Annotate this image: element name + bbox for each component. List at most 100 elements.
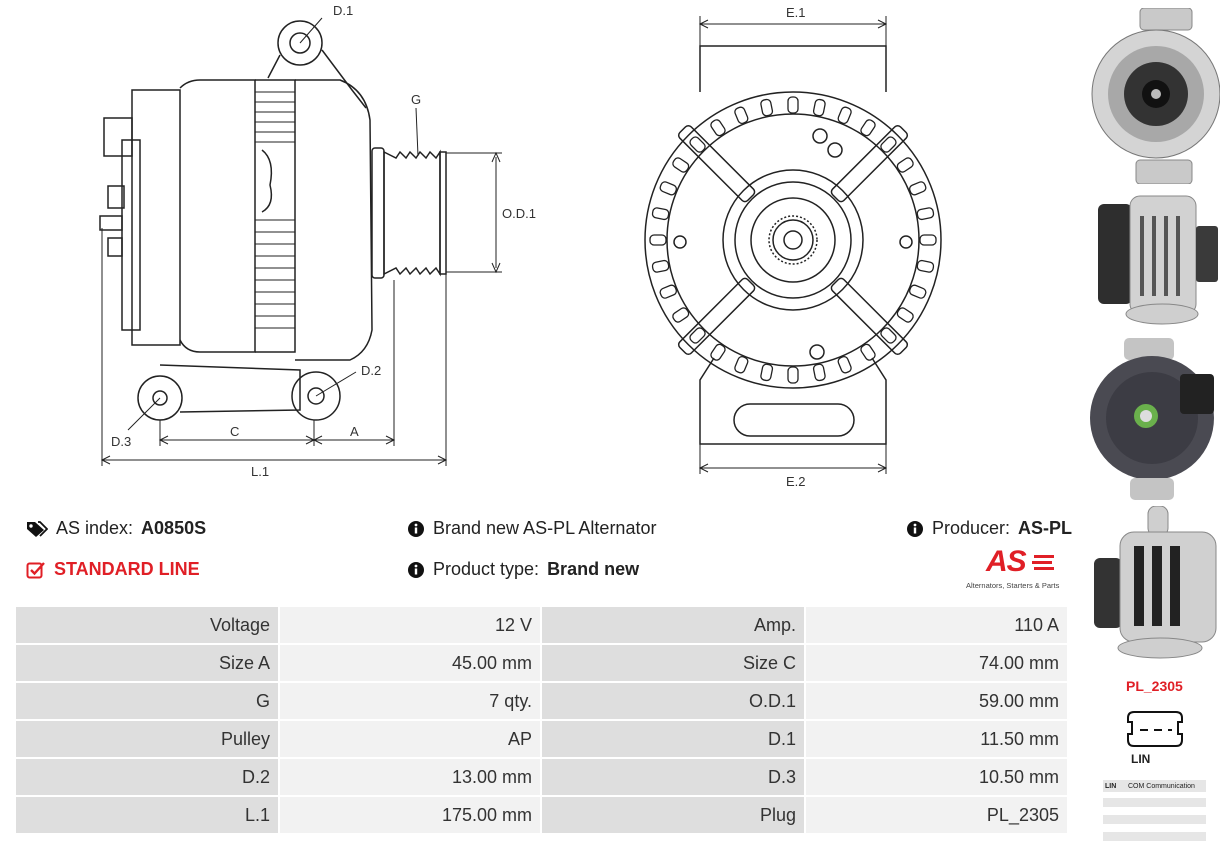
spec-label: D.1	[540, 719, 806, 759]
spec-label: O.D.1	[540, 681, 806, 721]
check-square-icon	[26, 561, 45, 578]
label-l1: L.1	[251, 464, 270, 479]
spec-value: 7 qty.	[278, 681, 542, 721]
product-photo-rear[interactable]	[1090, 8, 1220, 184]
logo-stripes-icon	[1032, 555, 1054, 570]
product-photo-front[interactable]	[1090, 506, 1220, 662]
logo-mark: AS	[986, 545, 1027, 578]
label-e2: E.2	[786, 474, 806, 489]
vent-slot	[672, 157, 690, 173]
standard-line-row: STANDARD LINE	[26, 559, 200, 580]
spec-value: AP	[278, 719, 542, 759]
label-e1: E.1	[786, 5, 806, 20]
plug-code: PL_2305	[1126, 678, 1183, 694]
as-pl-logo: AS Alternators, Starters & Parts	[966, 545, 1068, 593]
vent-slot	[908, 181, 927, 196]
label-d3: D.3	[111, 434, 132, 449]
plug-shape-icon	[1127, 711, 1183, 747]
as-index-value: A0850S	[141, 518, 207, 538]
spec-value: 45.00 mm	[278, 643, 542, 683]
label-od1: O.D.1	[502, 206, 536, 221]
spec-value: 12 V	[278, 605, 542, 645]
tags-icon	[27, 520, 48, 537]
info-circle-icon	[408, 520, 424, 537]
plug-pin-table: LIN COM Communication	[1103, 780, 1206, 841]
pin-name: LIN	[1105, 782, 1117, 790]
vent-slot	[787, 96, 799, 114]
headline-text: Brand new AS-PL Alternator	[433, 518, 657, 538]
spec-value: 110 A	[804, 605, 1069, 645]
vent-slot	[651, 207, 670, 221]
vent-slot	[672, 307, 690, 323]
product-type-row: Product type: Brand new	[407, 559, 639, 580]
vent-slot	[659, 284, 678, 299]
vent-slot	[734, 106, 749, 125]
spec-value: 175.00 mm	[278, 795, 542, 835]
spec-label: Size A	[14, 643, 280, 683]
pin-row-empty	[1103, 815, 1206, 824]
info-circle-icon	[408, 561, 424, 578]
product-photo-side[interactable]	[1090, 186, 1220, 328]
vent-slot	[880, 327, 897, 344]
vent-slot	[896, 157, 914, 173]
vent-slot	[916, 207, 935, 221]
label-c: C	[230, 424, 240, 439]
producer-label: Producer:	[932, 518, 1011, 538]
spec-label: Pulley	[14, 719, 280, 759]
spec-label: D.2	[14, 757, 280, 797]
vent-slot	[689, 136, 706, 153]
vent-slot	[908, 284, 927, 299]
alternator-side-drawing	[99, 17, 502, 466]
vent-slot	[896, 307, 914, 323]
vent-slot	[812, 98, 826, 117]
spec-label: Plug	[540, 795, 806, 835]
product-photo-back-cover[interactable]	[1090, 338, 1220, 500]
vent-slot	[710, 119, 726, 137]
vent-slot	[734, 355, 749, 374]
spec-value: 13.00 mm	[278, 757, 542, 797]
pin-row: LIN COM Communication	[1103, 780, 1206, 792]
label-d1: D.1	[333, 3, 354, 18]
standard-line-label: STANDARD LINE	[54, 559, 200, 579]
spec-label: Voltage	[14, 605, 280, 645]
label-a: A	[350, 424, 359, 439]
vent-slot	[710, 343, 726, 361]
pin-row-empty	[1103, 798, 1206, 807]
vent-slot	[659, 181, 678, 196]
pin-desc: COM Communication	[1128, 782, 1195, 790]
vent-slot	[689, 327, 706, 344]
vent-slot	[880, 136, 897, 153]
producer-value: AS-PL	[1018, 518, 1073, 538]
vent-slot	[651, 259, 670, 273]
spec-value: 10.50 mm	[804, 757, 1069, 797]
vent-slot	[919, 234, 937, 246]
producer-row: Producer: AS-PL	[906, 518, 1072, 539]
vent-slot	[860, 343, 876, 361]
alternator-front-drawing	[644, 16, 942, 474]
logo-tagline: Alternators, Starters & Parts	[966, 581, 1060, 590]
vent-slot	[760, 98, 774, 117]
label-d2: D.2	[361, 363, 382, 378]
label-g: G	[411, 92, 422, 107]
info-circle-icon	[907, 520, 923, 537]
vent-slot	[760, 363, 774, 382]
spec-value: 74.00 mm	[804, 643, 1069, 683]
spec-label: L.1	[14, 795, 280, 835]
vent-slot	[860, 119, 876, 137]
vent-slot	[837, 106, 852, 125]
vent-slot	[649, 234, 667, 246]
spec-value: 11.50 mm	[804, 719, 1069, 759]
spec-value: 59.00 mm	[804, 681, 1069, 721]
as-index-row: AS index: A0850S	[26, 518, 206, 539]
pin-row-empty	[1103, 832, 1206, 841]
vent-slot	[837, 355, 852, 374]
spec-label: Size C	[540, 643, 806, 683]
headline-row: Brand new AS-PL Alternator	[407, 518, 656, 539]
as-index-label: AS index:	[56, 518, 134, 538]
